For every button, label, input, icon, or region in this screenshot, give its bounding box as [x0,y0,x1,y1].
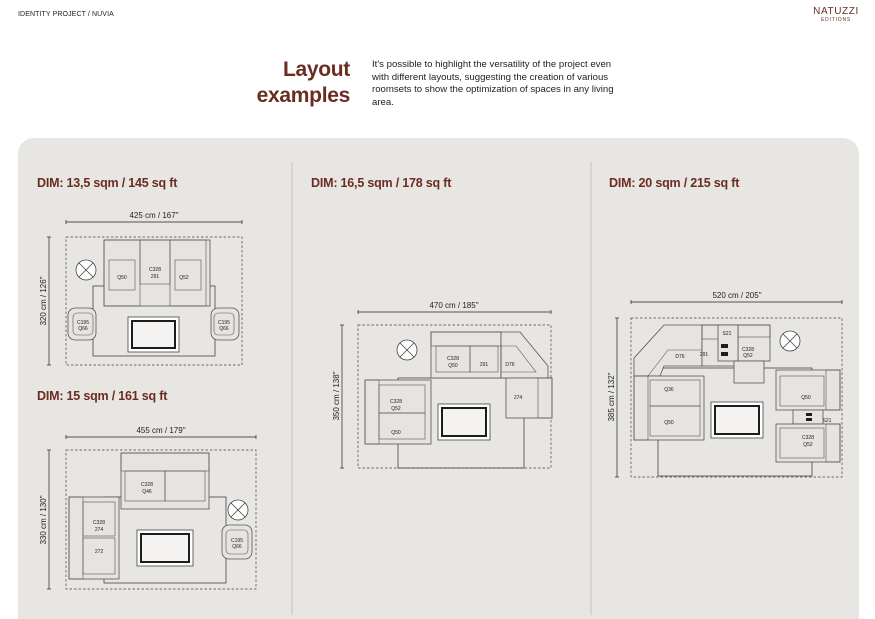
brand-logo: NATUZZI EDITIONS [806,6,866,24]
layout-4-width-label: 520 cm / 205" [712,291,761,300]
label: C195 [218,320,230,326]
label: Q66 [219,326,229,332]
layout-1-height-label: 320 cm / 126" [39,276,48,325]
layout-4-title: DIM: 20 sqm / 215 sq ft [609,176,740,190]
label: C328 [447,356,459,362]
label: Q36 [664,387,674,393]
brand-name: NATUZZI [813,6,859,17]
label: Q52 [179,275,189,281]
label: Q50 [664,420,674,426]
breadcrumb: IDENTITY PROJECT / NUVIA [18,11,114,18]
label: Q52 [743,353,753,359]
label: Q66 [232,544,242,550]
label: C328 [802,435,814,441]
label: 272 [95,549,104,555]
label: Q50 [801,395,811,401]
label: Q52 [391,406,401,412]
label: C328 [742,347,754,353]
page-title-line-1: Layout [282,58,350,81]
label: Q46 [142,489,152,495]
layout-4-height-label: 385 cm / 132" [607,372,616,421]
layout-3-height-label: 350 cm / 138" [332,371,341,420]
layout-1-title: DIM: 13,5 sqm / 145 sq ft [37,176,178,190]
label: C328 [390,399,402,405]
label: 291 [700,352,709,358]
page-description: It's possible to highlight the versatili… [372,59,614,108]
label: C328 [141,482,153,488]
label: C195 [231,538,243,544]
brand-subtitle: EDITIONS [820,17,851,23]
label: Q50 [448,363,458,369]
layout-2-height-label: 330 cm / 130" [39,495,48,544]
label: 274 [95,527,104,533]
label: 291 [151,274,160,280]
label: Q50 [117,275,127,281]
layout-3-plan: 470 cm / 185" 350 cm / 138" C328 Q50 291… [332,301,553,469]
layout-2-width-label: 455 cm / 179" [136,426,185,435]
layout-1-plan: 425 cm / 167" 320 cm / 126" Q50 C328 291… [39,211,243,366]
label: S21 [823,418,832,424]
layout-1-width-label: 425 cm / 167" [129,211,178,220]
layout-3-width-label: 470 cm / 185" [429,301,478,310]
label: C195 [77,320,89,326]
layout-2-title: DIM: 15 sqm / 161 sq ft [37,389,168,403]
label: 291 [480,362,489,368]
page-title-line-2: examples [256,84,351,107]
layout-2-plan: 455 cm / 179" 330 cm / 130" C328 Q46 C32… [39,426,257,590]
layout-3-title: DIM: 16,5 sqm / 178 sq ft [311,176,452,190]
layout-4-plan: 520 cm / 205" 385 cm / 132" D76 291 S21 … [607,291,843,478]
label: C328 [149,267,161,273]
label: D76 [675,354,684,360]
label: Q50 [391,430,401,436]
label: Q66 [78,326,88,332]
label: S21 [723,331,732,337]
label: Q52 [803,442,813,448]
label: D76 [505,362,514,368]
label: C328 [93,520,105,526]
page-title: Layout examples [256,57,351,109]
label: 274 [514,395,523,401]
